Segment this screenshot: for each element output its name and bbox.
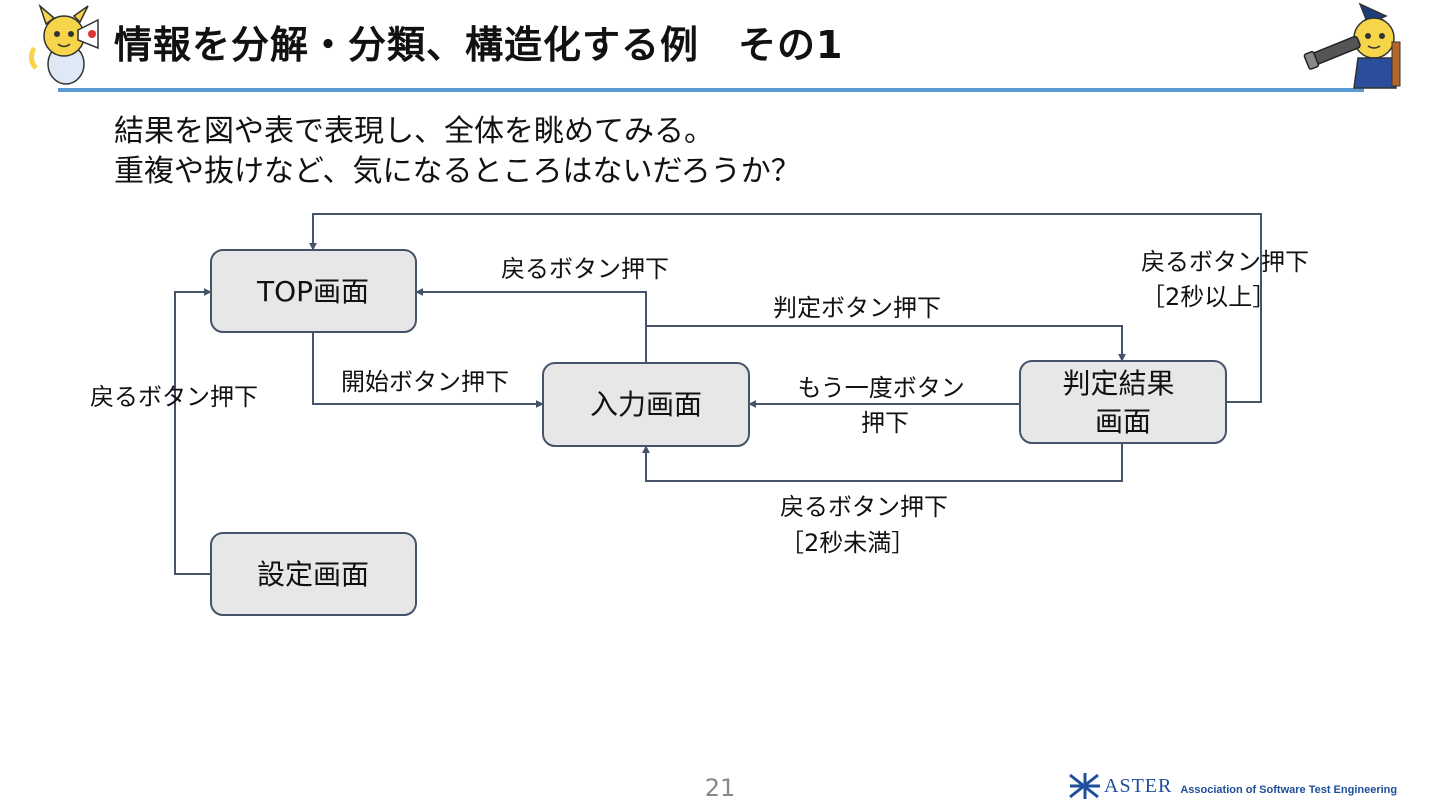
mascot-telescope-icon	[1302, 2, 1420, 90]
intro-line-2: 重複や抜けなど、気になるところはないだろうか？	[114, 154, 801, 189]
node-result-screen	[1019, 360, 1227, 444]
edge-input-to-top	[415, 288, 647, 363]
edge-settings-to-top	[174, 288, 212, 575]
edge-top-to-input	[312, 332, 544, 408]
edge-result-to-input-short	[642, 443, 1123, 482]
node-top-label: TOP画面	[256, 275, 369, 308]
edge-label-result-to-top-long: 戻るボタン押下 ［2秒以上］	[1141, 248, 1317, 311]
edge-label-top-to-input: 開始ボタン押下	[341, 368, 509, 396]
edge-result-to-top-long	[309, 213, 1262, 403]
edge-input-to-result	[646, 325, 1126, 362]
aster-logo-word: ASTER	[1104, 774, 1173, 797]
edge-label-result-to-input-retry: もう一度ボタン 押下	[798, 374, 973, 437]
node-result-label: 判定結果 画面	[1063, 367, 1184, 438]
node-settings-screen	[210, 532, 417, 616]
aster-logo-tagline: Association of Software Test Engineering	[1180, 784, 1398, 796]
edge-label-result-to-input-short: 戻るボタン押下 ［2秒未満］	[780, 493, 956, 557]
node-input-screen	[542, 362, 750, 447]
node-input-label: 入力画面	[590, 388, 702, 421]
node-top-screen	[210, 249, 417, 333]
aster-starburst-icon	[1069, 773, 1100, 799]
aster-logo: ASTER Association of Software Test Engin…	[1068, 768, 1397, 804]
page-number: 21	[704, 774, 736, 802]
edge-label-input-to-result: 判定ボタン押下	[773, 294, 941, 322]
edge-label-input-to-top: 戻るボタン押下	[501, 255, 669, 283]
title-underline	[58, 88, 1364, 92]
mascot-megaphone-icon	[22, 3, 106, 88]
slide-title: 情報を分解・分類、構造化する例 その1	[114, 23, 844, 67]
intro-text: 結果を図や表で表現し、全体を眺めてみる。 重複や抜けなど、気になるところはないだ…	[114, 112, 801, 192]
node-settings-label: 設定画面	[257, 558, 369, 591]
edge-label-settings-to-top: 戻るボタン押下	[90, 383, 258, 411]
intro-line-1: 結果を図や表で表現し、全体を眺めてみる。	[114, 114, 714, 149]
